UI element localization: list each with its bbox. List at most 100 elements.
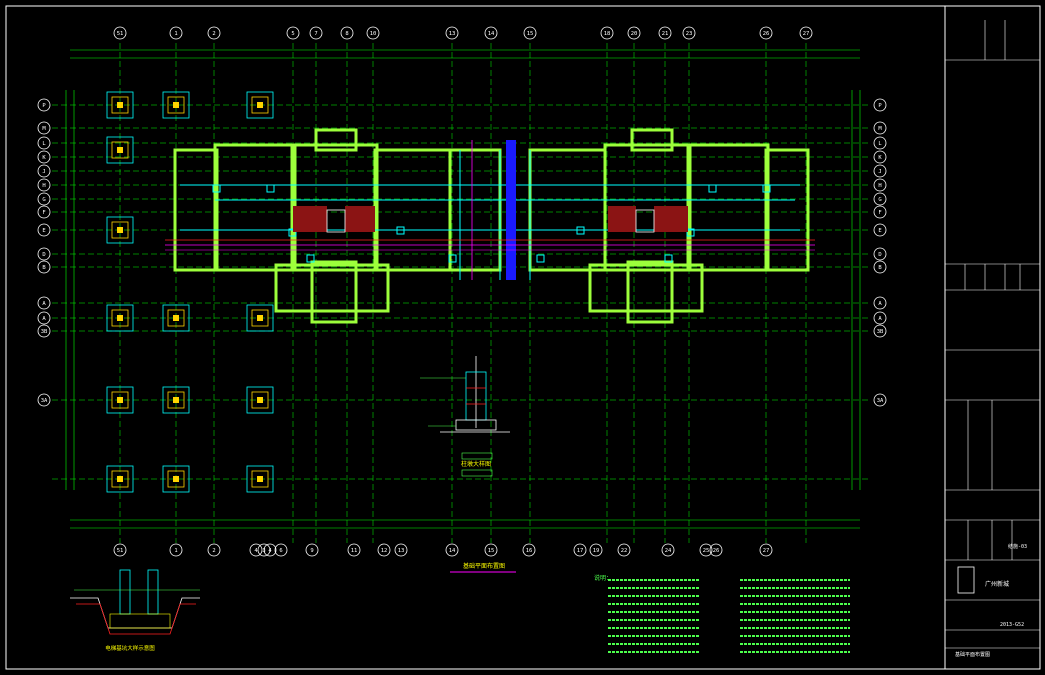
pile-cap-inner-9	[167, 391, 185, 409]
axis-left-9-label: D	[42, 252, 45, 258]
pile-cap-outer-6	[162, 304, 190, 332]
axis-bottom-20-label: 27	[763, 548, 770, 554]
wall-10	[588, 263, 704, 313]
axis-right-14-label: 3A	[877, 398, 884, 404]
axis-bottom-7-circle	[305, 543, 319, 557]
pile-cap-outer-8	[106, 386, 134, 414]
axis-top-9-label: 15	[527, 31, 534, 37]
axis-bottom-16-label: 22	[621, 548, 628, 554]
title-block-drawing-no: 结施-03	[1008, 543, 1027, 550]
axis-bottom-5-label: 4	[268, 548, 272, 554]
column-8	[117, 397, 123, 403]
wall-column-1	[266, 184, 275, 193]
pile-cap-outer-1	[162, 91, 190, 119]
axis-right-10-circle	[873, 260, 887, 274]
axis-left-8-circle	[37, 223, 51, 237]
wall-column-0	[212, 184, 221, 193]
pile-cap-outer-13	[246, 465, 274, 493]
notes-lines	[608, 579, 850, 653]
wall-column-8	[708, 184, 717, 193]
wall-column-9	[762, 184, 771, 193]
elevator-pit-section	[70, 569, 200, 635]
axis-bottom-10-label: 13	[398, 548, 405, 554]
axis-top-1-circle	[169, 26, 183, 40]
axis-right-4-circle	[873, 164, 887, 178]
axis-left-2-label: L	[42, 141, 46, 147]
column-10	[257, 397, 263, 403]
axis-left-10-circle	[37, 260, 51, 274]
axis-bottom-12-label: 15	[488, 548, 495, 554]
axis-bottom-20-circle	[759, 543, 773, 557]
pile-cap-outer-4	[106, 216, 134, 244]
axis-bottom-10-circle	[394, 543, 408, 557]
axis-bottom-1-circle	[169, 543, 183, 557]
axis-top-8-circle	[484, 26, 498, 40]
axis-right-9-circle	[873, 247, 887, 261]
axis-bottom-17-label: 24	[665, 548, 672, 554]
axis-left-0-circle	[37, 98, 51, 112]
axis-right-0-label: P	[878, 103, 882, 109]
wall-13	[314, 128, 358, 152]
axis-right-5-label: H	[878, 183, 881, 189]
axis-top-4-label: 7	[314, 31, 317, 37]
axis-left-10-label: B	[42, 265, 46, 271]
pile-cap-inner-1	[167, 96, 185, 114]
axis-left-11-label: A	[42, 301, 46, 307]
axis-bottom-0-circle	[113, 543, 127, 557]
title-block-project-no: 2013-G52	[1000, 622, 1024, 628]
axis-top-4-circle	[309, 26, 323, 40]
axis-left-7-circle	[37, 205, 51, 219]
axis-bottom-7-label: 9	[310, 548, 313, 554]
wall-column-7	[664, 254, 673, 263]
wall-3	[373, 148, 452, 272]
pile-cap-outer-11	[106, 465, 134, 493]
axis-top-2-circle	[207, 26, 221, 40]
axis-right-3-label: K	[878, 155, 882, 161]
pile-cap-outer-12	[162, 465, 190, 493]
axis-left-7-label: F	[42, 210, 45, 216]
pile-cap-inner-0	[111, 96, 129, 114]
column-13	[257, 476, 263, 482]
shear-walls	[173, 128, 810, 324]
axis-top-11-circle	[627, 26, 641, 40]
wall-9	[274, 263, 390, 313]
axis-right-8-circle	[873, 223, 887, 237]
axis-top-6-label: 10	[370, 31, 377, 37]
pile-cap-inner-8	[111, 391, 129, 409]
axis-bottom-18-label: 25	[703, 548, 710, 554]
hatched-pit-left	[293, 206, 375, 233]
axis-right-13-label: 3B	[877, 329, 884, 335]
axis-left-12-circle	[37, 311, 51, 325]
axis-left-13-label: 3B	[41, 329, 48, 335]
wall-column-10	[288, 228, 297, 237]
axis-top-0-circle	[113, 26, 127, 40]
axis-top-7-circle	[445, 26, 459, 40]
column-pier-detail	[420, 356, 510, 477]
pile-cap-inner-3	[111, 141, 129, 159]
pile-cap-inner-7	[251, 309, 269, 327]
axis-right-9-label: D	[878, 252, 881, 258]
wall-12	[626, 260, 674, 324]
pile-cap-inner-10	[251, 391, 269, 409]
axis-right-12-label: A	[878, 316, 882, 322]
axis-bottom-9-circle	[377, 543, 391, 557]
axis-top-2-label: 2	[212, 31, 215, 37]
drawing-frame	[5, 5, 1041, 670]
column-7	[257, 315, 263, 321]
axis-right-7-circle	[873, 205, 887, 219]
axis-left-4-circle	[37, 164, 51, 178]
axis-left-3-circle	[37, 150, 51, 164]
axis-right-5-circle	[873, 178, 887, 192]
column-0	[117, 102, 123, 108]
wall-6	[603, 143, 692, 272]
column-11	[117, 476, 123, 482]
title-block	[945, 20, 1040, 649]
axis-top-6-circle	[366, 26, 380, 40]
axis-bottom-1-label: 1	[174, 548, 177, 554]
wall-4	[448, 148, 502, 272]
axis-left-8-label: E	[42, 228, 45, 234]
axis-top-15-circle	[799, 26, 813, 40]
axis-right-10-label: B	[878, 265, 882, 271]
axis-bottom-16-circle	[617, 543, 631, 557]
